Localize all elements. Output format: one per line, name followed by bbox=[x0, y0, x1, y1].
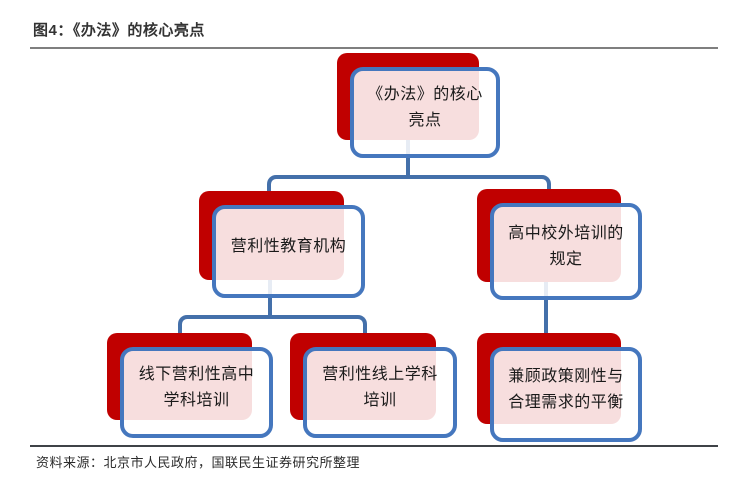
node-highschool-rules: 高中校外培训的 规定 bbox=[477, 189, 642, 300]
connector-branch-level2 bbox=[178, 315, 367, 348]
node-box: 营利性线上学科 培训 bbox=[303, 347, 457, 438]
node-label-line: 合理需求的平衡 bbox=[508, 394, 624, 411]
node-offline-training: 线下营利性高中 学科培训 bbox=[107, 333, 273, 438]
node-label-line: 培训 bbox=[363, 392, 397, 409]
node-label-line: 兼顾政策刚性与 bbox=[508, 368, 624, 385]
connector-highschool-to-balance bbox=[544, 268, 548, 347]
node-label-line: 高中校外培训的 bbox=[508, 225, 624, 242]
title-divider bbox=[30, 47, 718, 49]
node-label-line: 《办法》的核心 bbox=[367, 86, 483, 103]
node-label-line: 亮点 bbox=[408, 112, 442, 129]
node-box: 营利性教育机构 bbox=[212, 205, 365, 298]
node-box: 高中校外培训的 规定 bbox=[490, 203, 642, 300]
node-profit-org: 营利性教育机构 bbox=[199, 191, 365, 298]
node-label-line: 线下营利性高中 bbox=[138, 366, 255, 383]
source-note: 资料来源：北京市人民政府，国联民生证券研究所整理 bbox=[36, 455, 361, 470]
node-box: 兼顾政策刚性与 合理需求的平衡 bbox=[490, 347, 642, 442]
node-box: 线下营利性高中 学科培训 bbox=[120, 347, 273, 438]
node-box: 《办法》的核心 亮点 bbox=[350, 67, 500, 158]
node-label-line: 营利性线上学科 bbox=[322, 366, 438, 383]
node-online-training: 营利性线上学科 培训 bbox=[290, 333, 457, 438]
node-policy-balance: 兼顾政策刚性与 合理需求的平衡 bbox=[477, 333, 642, 442]
node-label-line: 规定 bbox=[549, 251, 583, 268]
node-root: 《办法》的核心 亮点 bbox=[337, 53, 500, 158]
node-label-line: 学科培训 bbox=[163, 392, 230, 409]
node-label-line: 营利性教育机构 bbox=[230, 238, 347, 255]
bottom-divider bbox=[30, 445, 718, 447]
figure-title: 图4：《办法》的核心亮点 bbox=[33, 22, 205, 39]
